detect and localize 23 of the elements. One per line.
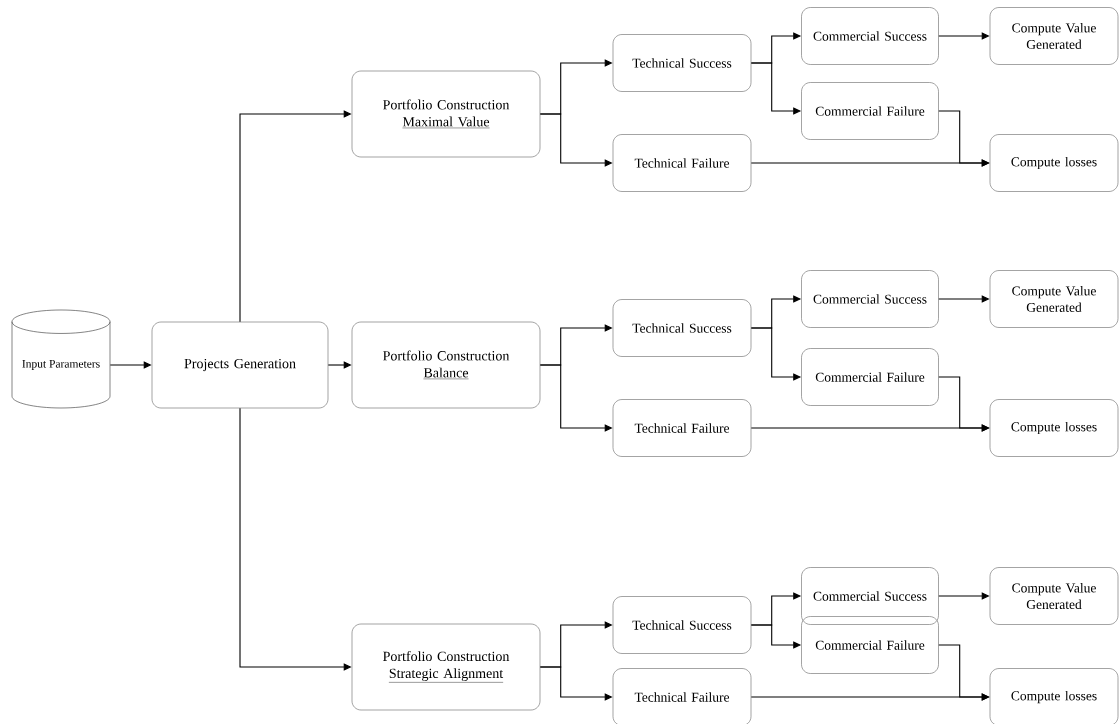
process-box: Technical Success [612, 596, 752, 654]
process-box: Compute losses [989, 668, 1119, 724]
process-box: Commercial Success [801, 7, 939, 65]
process-box: Commercial Failure [801, 82, 939, 140]
process-box: Compute losses [989, 134, 1119, 192]
process-box: Portfolio Construction Strategic Alignment [351, 623, 541, 711]
process-box: Compute Value Generated [989, 567, 1119, 625]
process-box: Technical Failure [612, 668, 752, 724]
database-cylinder: Input Parameters [11, 309, 111, 409]
process-box: Commercial Failure [801, 348, 939, 406]
process-box: Compute Value Generated [989, 270, 1119, 328]
process-box: Technical Failure [612, 399, 752, 457]
process-box: Technical Success [612, 299, 752, 357]
process-box: Commercial Success [801, 567, 939, 625]
process-box: Commercial Success [801, 270, 939, 328]
process-box: Technical Success [612, 34, 752, 92]
process-box: Portfolio Construction Balance [351, 321, 541, 409]
process-box: Compute Value Generated [989, 7, 1119, 65]
process-box: Commercial Failure [801, 616, 939, 674]
process-box: Technical Failure [612, 134, 752, 192]
process-box: Compute losses [989, 399, 1119, 457]
process-box: Portfolio Construction Maximal Value [351, 70, 541, 158]
process-box: Projects Generation [151, 321, 329, 409]
